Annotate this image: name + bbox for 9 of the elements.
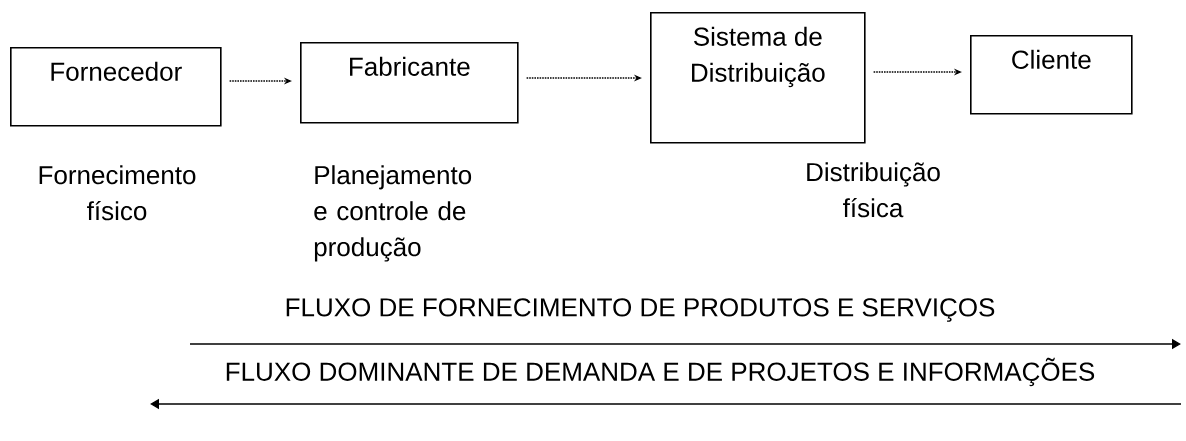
- process-box: Cliente: [970, 35, 1133, 115]
- node-caption: Planejamento e controle de produção: [314, 165, 472, 262]
- node-caption: Distribuição física: [807, 162, 940, 218]
- process-box: Fabricante: [300, 42, 519, 124]
- flow-label: FLUXO DE FORNECIMENTO DE PRODUTOS E SERVIÇOS: [286, 298, 995, 322]
- process-box: Fornecedor: [10, 47, 222, 127]
- process-box: Sistema de Distribuição: [650, 12, 866, 144]
- flow-label: FLUXO DOMINANTE DE DEMANDA E DE PROJETOS E INFORMAÇÕES: [226, 357, 1095, 387]
- node-caption: Fornecimento físico: [39, 165, 196, 221]
